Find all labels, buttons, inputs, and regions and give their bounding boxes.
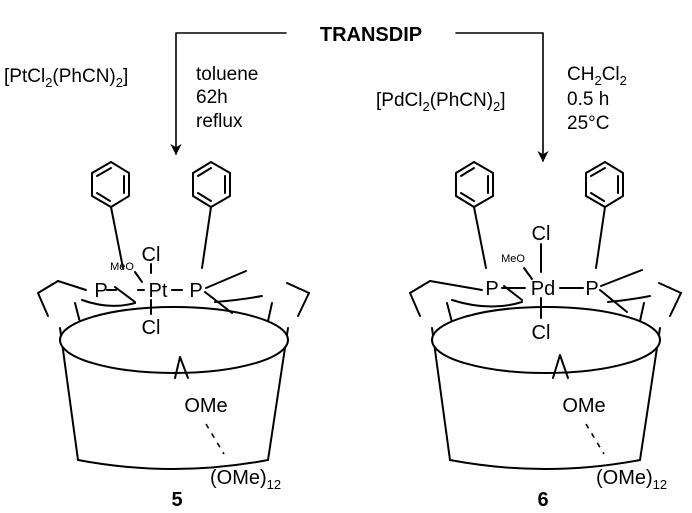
compound-5-methoxy: OMe	[184, 395, 227, 417]
left-branch-arrow	[170, 32, 287, 156]
compound-5-chloride-bottom: Cl	[142, 317, 161, 339]
right-branch-arrow	[455, 32, 549, 163]
left-reagent: [PtCl2(PhCN)2]	[4, 66, 128, 90]
left-condition-solvent: toluene	[196, 64, 258, 85]
compound-6-phosphorus-right: P	[585, 278, 598, 300]
left-condition-time: 62h	[196, 87, 228, 108]
cyclodextrin-cone	[37, 280, 310, 470]
right-condition-time: 0.5 h	[567, 89, 609, 110]
compound-5-methoxy-group: (OMe)12	[210, 467, 281, 492]
compound-6-chloride-bottom: Cl	[532, 322, 551, 344]
compound-6-metal: Pd	[531, 278, 555, 300]
right-reagent: [PdCl2(PhCN)2]	[376, 90, 506, 114]
compound-5-phosphorus-right: P	[189, 280, 202, 302]
compound-6-number: 6	[537, 489, 548, 511]
compound-5-structure	[37, 161, 310, 470]
reaction-arrows	[170, 32, 549, 163]
compound-5-metal: Pt	[149, 280, 168, 302]
left-condition-temperature: reflux	[196, 111, 243, 132]
compound-5-small-methoxy: MeO	[110, 261, 134, 273]
compound-6-methoxy-group: (OMe)12	[596, 467, 667, 492]
compound-5-phosphorus-left: P	[94, 280, 107, 302]
compound-5-dash	[205, 423, 225, 455]
compound-5-chloride-top: Cl	[142, 244, 161, 266]
compound-6-methoxy: OMe	[562, 395, 605, 417]
phenyl-ring-left	[91, 161, 130, 269]
compound-6-small-methoxy: MeO	[501, 253, 525, 265]
right-condition-temperature: 25°C	[567, 113, 609, 134]
phenyl-ring-left	[455, 161, 494, 269]
phenyl-ring-right	[192, 161, 231, 269]
cyclodextrin-cone	[409, 280, 682, 470]
right-solvent: CH2Cl2	[567, 64, 627, 88]
compound-5-number: 5	[171, 489, 182, 511]
compound-6-chloride-top: Cl	[532, 223, 551, 245]
title-transdip: TRANSDIP	[320, 24, 422, 46]
compound-6-structure	[409, 161, 682, 470]
compound-6-dash	[585, 423, 605, 455]
compound-6-phosphorus-left: P	[485, 278, 498, 300]
phenyl-ring-right	[585, 161, 624, 269]
